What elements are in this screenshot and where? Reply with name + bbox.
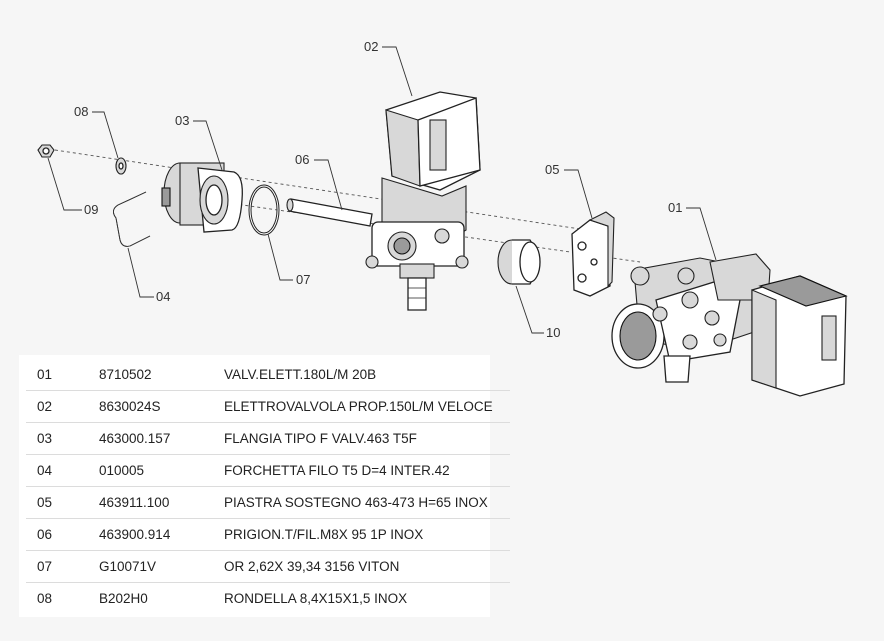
callout-01: 01 <box>668 200 717 261</box>
callout-04: 04 <box>127 247 170 304</box>
row-code: 8630024S <box>99 399 161 414</box>
row-description: ELETTROVALVOLA PROP.150L/M VELOCE <box>224 399 493 414</box>
row-description: FLANGIA TIPO F VALV.463 T5F <box>224 431 417 446</box>
callout-04-label: 04 <box>156 289 170 304</box>
row-description: PRIGION.T/FIL.M8X 95 1P INOX <box>224 527 424 542</box>
row-description: RONDELLA 8,4X15X1,5 INOX <box>224 591 408 606</box>
row-position: 06 <box>37 527 53 542</box>
table-row: 07 G10071V OR 2,62X 39,34 3156 VITON <box>26 551 510 583</box>
row-position: 01 <box>37 367 53 382</box>
part-10-sleeve <box>497 239 541 285</box>
row-description: VALV.ELETT.180L/M 20B <box>224 367 377 382</box>
parts-table: 01 8710502 VALV.ELETT.180L/M 20B 02 8630… <box>19 355 510 617</box>
table-row: 08 B202H0 RONDELLA 8,4X15X1,5 INOX <box>26 583 510 614</box>
callout-05-label: 05 <box>545 162 559 177</box>
table-row: 06 463900.914 PRIGION.T/FIL.M8X 95 1P IN… <box>26 519 510 551</box>
table-row: 03 463000.157 FLANGIA TIPO F VALV.463 T5… <box>26 423 510 455</box>
callout-08: 08 <box>74 104 119 159</box>
row-code: 463911.100 <box>99 495 170 510</box>
row-description: PIASTRA SOSTEGNO 463-473 H=65 INOX <box>224 495 488 510</box>
table-row: 01 8710502 VALV.ELETT.180L/M 20B <box>26 359 510 391</box>
part-09-nut <box>37 144 55 158</box>
callout-07: 07 <box>267 233 310 287</box>
row-description: FORCHETTA FILO T5 D=4 INTER.42 <box>224 463 450 478</box>
row-position: 02 <box>37 399 53 414</box>
callout-06: 06 <box>295 152 343 211</box>
row-position: 04 <box>37 463 53 478</box>
row-position: 03 <box>37 431 53 446</box>
row-description: OR 2,62X 39,34 3156 VITON <box>224 559 400 574</box>
part-08-washer <box>115 157 127 175</box>
part-02-solenoid-valve <box>365 91 481 311</box>
callout-02: 02 <box>364 39 413 97</box>
row-code: G10071V <box>99 559 157 574</box>
callout-09: 09 <box>47 157 98 217</box>
callout-01-label: 01 <box>668 200 682 215</box>
callout-06-label: 06 <box>295 152 309 167</box>
part-03-flange <box>161 162 243 233</box>
row-position: 08 <box>37 591 53 606</box>
callout-09-label: 09 <box>84 202 98 217</box>
row-code: B202H0 <box>99 591 148 606</box>
callout-10-label: 10 <box>546 325 560 340</box>
callout-10: 10 <box>515 285 560 340</box>
callout-02-label: 02 <box>364 39 378 54</box>
part-05-support-plate <box>571 211 615 297</box>
row-position: 07 <box>37 559 53 574</box>
row-code: 463000.157 <box>99 431 171 446</box>
part-01-electrovalve <box>611 253 848 397</box>
row-code: 8710502 <box>99 367 152 382</box>
table-row: 05 463911.100 PIASTRA SOSTEGNO 463-473 H… <box>26 487 510 519</box>
table-row: 04 010005 FORCHETTA FILO T5 D=4 INTER.42 <box>26 455 510 487</box>
callout-08-label: 08 <box>74 104 88 119</box>
row-code: 010005 <box>99 463 145 478</box>
assembly-axis-upper <box>54 149 601 233</box>
part-06-stud-bolt <box>286 198 373 227</box>
callout-05: 05 <box>545 162 593 219</box>
callout-07-label: 07 <box>296 272 310 287</box>
callout-03-label: 03 <box>175 113 189 128</box>
callout-03: 03 <box>175 113 223 171</box>
row-position: 05 <box>37 495 53 510</box>
row-code: 463900.914 <box>99 527 171 542</box>
table-row: 02 8630024S ELETTROVALVOLA PROP.150L/M V… <box>26 391 510 423</box>
